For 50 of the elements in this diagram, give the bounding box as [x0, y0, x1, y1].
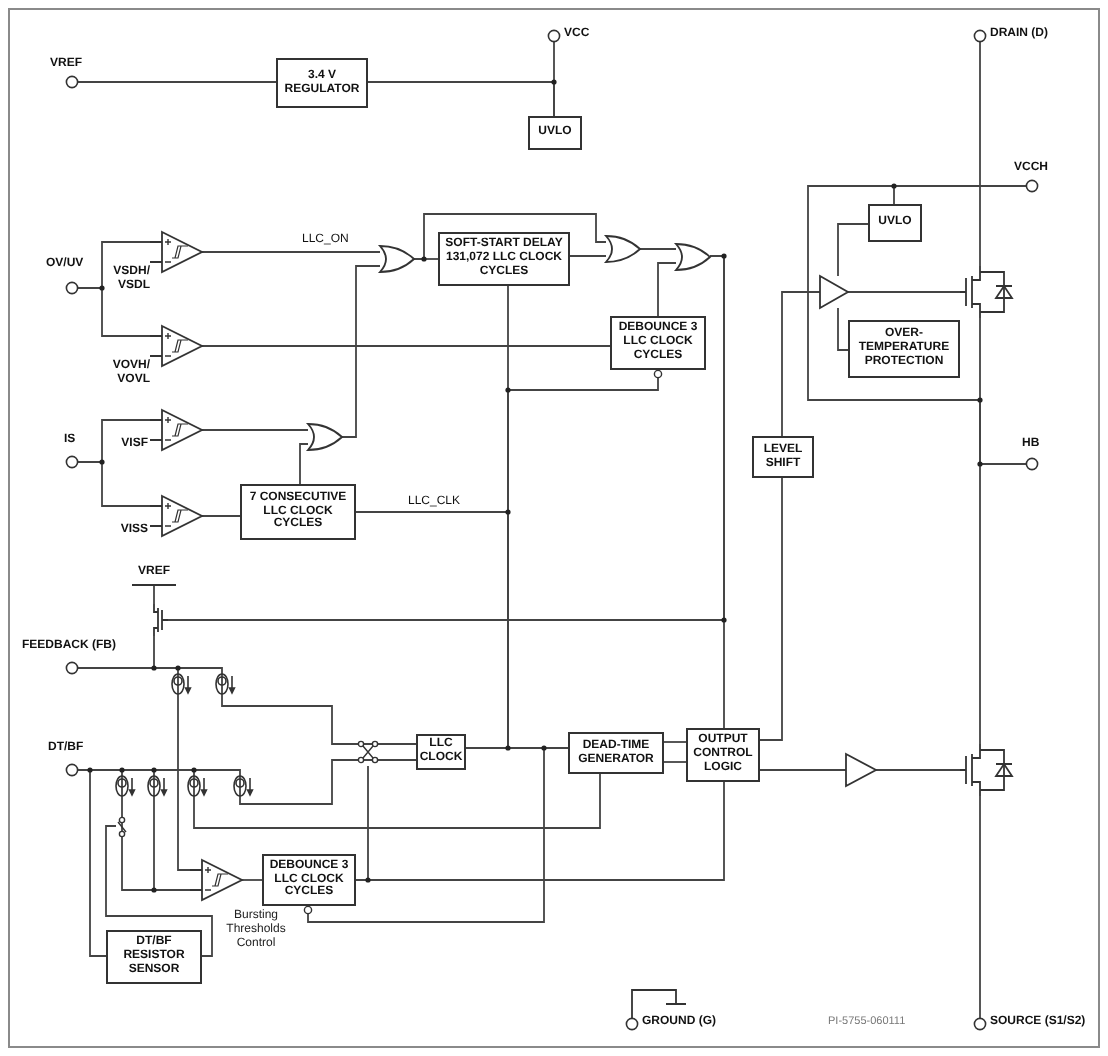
wire: [77, 461, 151, 507]
wire: [77, 769, 107, 957]
wire: [875, 769, 961, 771]
or-gate-symbol: [676, 243, 710, 269]
mosfet-symbol: [960, 744, 1012, 796]
wire: [847, 291, 961, 293]
wire: [759, 477, 783, 741]
wire: [201, 251, 381, 253]
wire: [105, 825, 213, 957]
switch-symbol: [358, 738, 378, 766]
driver-symbol: [846, 754, 876, 786]
wire: [639, 248, 677, 250]
wire: [413, 213, 607, 260]
wire: [663, 741, 687, 743]
or-gate-symbol: [380, 246, 414, 272]
wire: [167, 255, 725, 621]
wire: [201, 429, 309, 431]
mosfet-symbol: [960, 266, 1012, 318]
wire: [241, 879, 263, 881]
comparator-symbol: [150, 410, 202, 450]
wire: [299, 443, 309, 485]
switch-symbol: [116, 816, 128, 838]
wire: [355, 765, 369, 881]
wire: [153, 585, 155, 605]
wire: [341, 265, 381, 438]
comparator-symbol: [150, 496, 202, 536]
comparator-symbol: [190, 860, 242, 900]
wire: [663, 761, 687, 763]
wire: [657, 262, 677, 317]
wire: [569, 255, 607, 257]
comparator-symbol: [150, 326, 202, 366]
or-gate-symbol: [606, 236, 640, 262]
wire: [781, 291, 821, 437]
wire: [759, 769, 847, 771]
wire: [979, 795, 981, 1019]
wire: [979, 41, 981, 267]
wire: [201, 515, 241, 517]
wire: [979, 463, 1027, 745]
wire: [553, 41, 555, 117]
or-gate-symbol: [308, 424, 342, 450]
wire: [77, 81, 277, 83]
wire: [837, 223, 869, 277]
driver-symbol: [820, 276, 848, 308]
wire: [201, 345, 611, 347]
wire: [77, 287, 151, 337]
comparator-symbol: [150, 232, 202, 272]
wire: [77, 667, 191, 871]
wire: [307, 747, 545, 923]
transistor-symbol: [148, 604, 168, 636]
wire: [837, 307, 849, 351]
